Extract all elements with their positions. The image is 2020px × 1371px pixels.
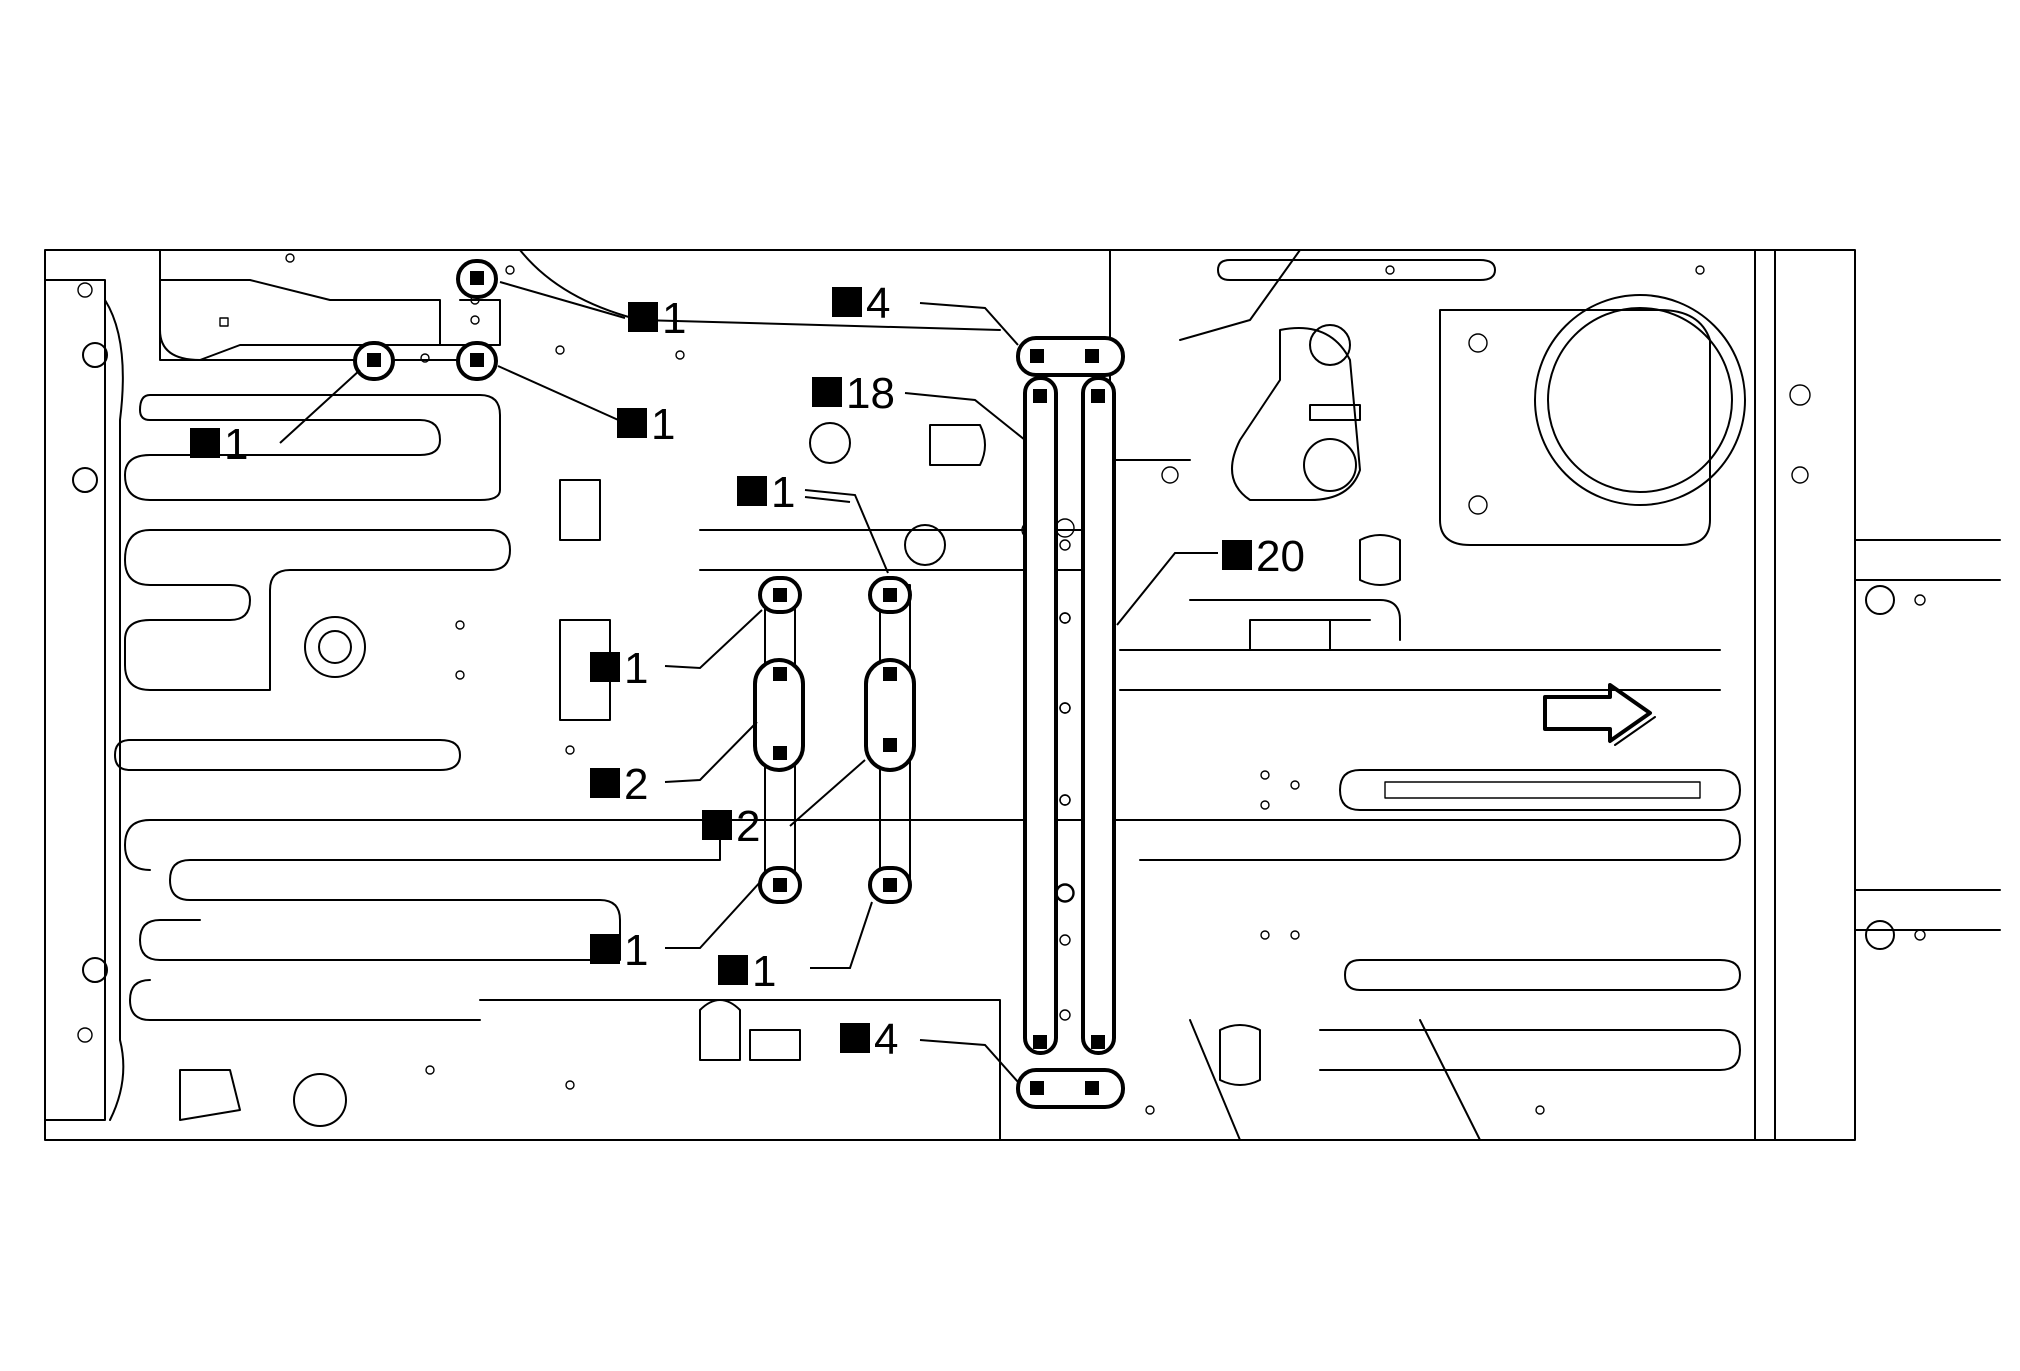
- callout-1-front-c: 1: [190, 420, 248, 469]
- front-arrow-icon: [1543, 683, 1656, 746]
- filled-square-icon: [883, 738, 897, 752]
- callout-18: 18: [812, 369, 895, 418]
- filled-square-icon: [470, 271, 484, 285]
- callout-18-label: 18: [846, 369, 895, 418]
- callout-2-left: 2: [590, 760, 648, 809]
- callout-1-front-b: 1: [617, 400, 675, 449]
- filled-square-icon: [367, 353, 381, 367]
- callout-labels: 1 1 1 4 18 1 20 1: [190, 279, 1305, 1064]
- callout-1-label: 1: [752, 947, 776, 996]
- filled-square-icon: [773, 878, 787, 892]
- leader-lines: [279, 281, 1218, 1083]
- floor-ribs: [114, 259, 1741, 1086]
- filled-square-icon: [773, 667, 787, 681]
- filled-square-icon: [1085, 349, 1099, 363]
- filled-square-icon: [883, 588, 897, 602]
- callout-4-top: 4: [832, 279, 890, 328]
- callout-1-front-a: 1: [628, 294, 686, 343]
- left-details: [72, 279, 986, 1127]
- callout-20-label: 20: [1256, 532, 1305, 581]
- callout-1-label: 1: [224, 420, 248, 469]
- filled-square-icon: [773, 588, 787, 602]
- weld-bead-4-bottom: [1016, 1068, 1125, 1109]
- spare-wheel-well: [1231, 294, 1926, 950]
- callout-4-label: 4: [874, 1015, 898, 1064]
- callout-1-label: 1: [662, 294, 686, 343]
- underbody-outline: [44, 249, 2001, 1141]
- weld-bead-4-top: [1016, 336, 1125, 377]
- filled-square-icon: [773, 746, 787, 760]
- callout-2-right: 2: [702, 802, 760, 851]
- small-holes: [285, 253, 1705, 1115]
- callout-4-bottom: 4: [840, 1015, 898, 1064]
- callout-4-label: 4: [866, 279, 890, 328]
- cross-member-assembly: [1016, 336, 1125, 1109]
- callout-1-label: 1: [651, 400, 675, 449]
- filled-square-icon: [1030, 1081, 1044, 1095]
- callout-1-label: 1: [624, 644, 648, 693]
- filled-square-icon: [1091, 1035, 1105, 1049]
- filled-square-icon: [1085, 1081, 1099, 1095]
- weld-bead-18-right: [1081, 376, 1116, 1055]
- callout-2-label: 2: [624, 760, 648, 809]
- rear-brackets: [753, 576, 916, 904]
- weld-bead-2-bracket-b: [864, 658, 916, 772]
- callout-2-label: 2: [736, 802, 760, 851]
- callout-1-bracket-mid: 1: [590, 644, 648, 693]
- callout-20: 20: [1222, 532, 1305, 581]
- callout-1-label: 1: [624, 926, 648, 975]
- filled-square-icon: [1033, 389, 1047, 403]
- filled-square-icon: [883, 878, 897, 892]
- filled-square-icon: [470, 353, 484, 367]
- callout-1-label: 1: [771, 468, 795, 517]
- filled-square-icon: [1030, 349, 1044, 363]
- callout-1-bracket-top: 1: [737, 468, 795, 517]
- filled-square-icon: [883, 667, 897, 681]
- filled-square-icon: [1091, 389, 1105, 403]
- callout-1-bracket-bottom-right: 1: [718, 947, 776, 996]
- weld-bead-2-bracket-a: [753, 658, 805, 772]
- callout-1-bracket-bottom-left: 1: [590, 926, 648, 975]
- filled-square-icon: [1033, 1035, 1047, 1049]
- weld-bead-18-left: [1023, 376, 1058, 1055]
- weld-markers: [367, 271, 1105, 1095]
